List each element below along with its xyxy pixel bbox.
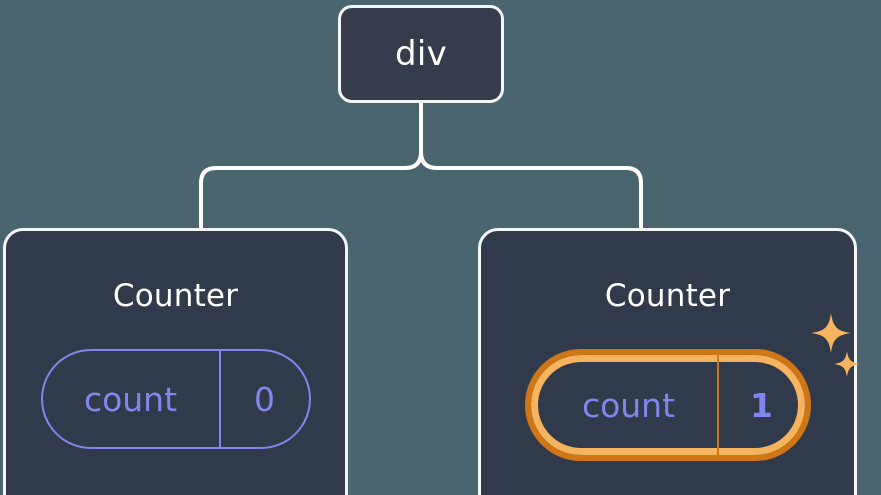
node-div-label: div bbox=[394, 34, 448, 74]
state-value: 1 bbox=[716, 355, 805, 455]
state-pill-wrapper: count 1 bbox=[524, 313, 860, 461]
state-key: count bbox=[581, 385, 676, 425]
component-title: Counter bbox=[112, 278, 239, 314]
state-pill[interactable]: count 0 bbox=[40, 349, 311, 449]
state-key: count bbox=[83, 379, 178, 419]
component-card-counter-left[interactable]: Counter count 0 bbox=[3, 228, 348, 495]
state-value: 0 bbox=[218, 351, 309, 447]
state-pill-wrapper: count 0 bbox=[40, 349, 311, 449]
sparkle-large-icon bbox=[810, 313, 851, 353]
sparkles-group bbox=[810, 313, 860, 377]
sparkle-small-icon bbox=[833, 351, 860, 377]
component-title: Counter bbox=[604, 278, 731, 314]
connector-path-left bbox=[199, 101, 423, 230]
state-pill-highlighted[interactable]: count 1 bbox=[524, 349, 811, 461]
connector-path-right bbox=[419, 101, 643, 230]
node-div[interactable]: div bbox=[338, 5, 504, 103]
component-card-counter-right[interactable]: Counter count 1 bbox=[478, 228, 860, 495]
